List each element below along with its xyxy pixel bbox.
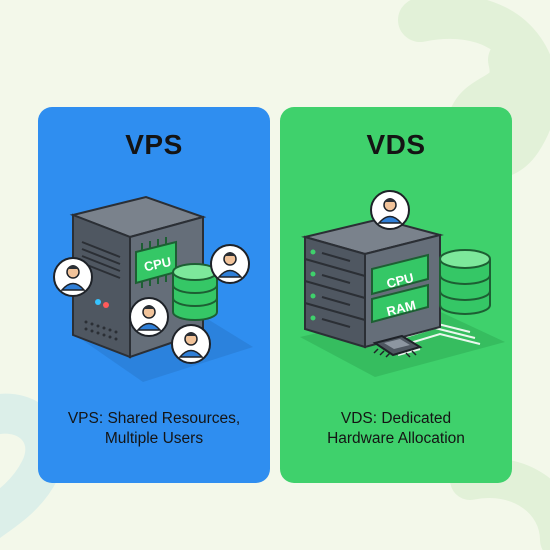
- vps-card: VPS CPU: [38, 107, 270, 483]
- user-icon: [171, 324, 211, 364]
- vps-title: VPS: [125, 129, 183, 160]
- database-icon: [439, 249, 491, 315]
- vps-caption: VPS: Shared Resources, Multiple Users: [38, 409, 270, 449]
- vds-caption-line2: Hardware Allocation: [327, 430, 465, 447]
- vds-cpu-label: CPU: [385, 270, 415, 291]
- vps-caption-line2: Multiple Users: [104, 430, 204, 447]
- vds-card: VDS: [280, 107, 512, 483]
- vps-cpu-label: CPU: [143, 254, 173, 274]
- ram-module-icon: RAM: [371, 283, 429, 324]
- vps-illustration: CPU: [53, 195, 253, 382]
- vps-caption-line1: VPS: Shared Resources,: [67, 410, 241, 427]
- database-icon: [172, 263, 218, 321]
- user-icon: [210, 244, 250, 284]
- vds-ram-label: RAM: [385, 297, 417, 319]
- vds-caption: VDS: Dedicated Hardware Allocation: [280, 409, 512, 449]
- vds-title: VDS: [366, 129, 426, 160]
- user-icon: [370, 190, 410, 230]
- user-icon: [53, 257, 93, 297]
- processor-chip-icon: [372, 334, 423, 358]
- vds-illustration: CPU RAM: [300, 190, 505, 377]
- cpu-chip-icon: CPU: [135, 237, 177, 288]
- vds-caption-line1: VDS: Dedicated: [340, 410, 452, 427]
- user-icon: [129, 297, 169, 337]
- cpu-module-icon: CPU: [371, 253, 429, 296]
